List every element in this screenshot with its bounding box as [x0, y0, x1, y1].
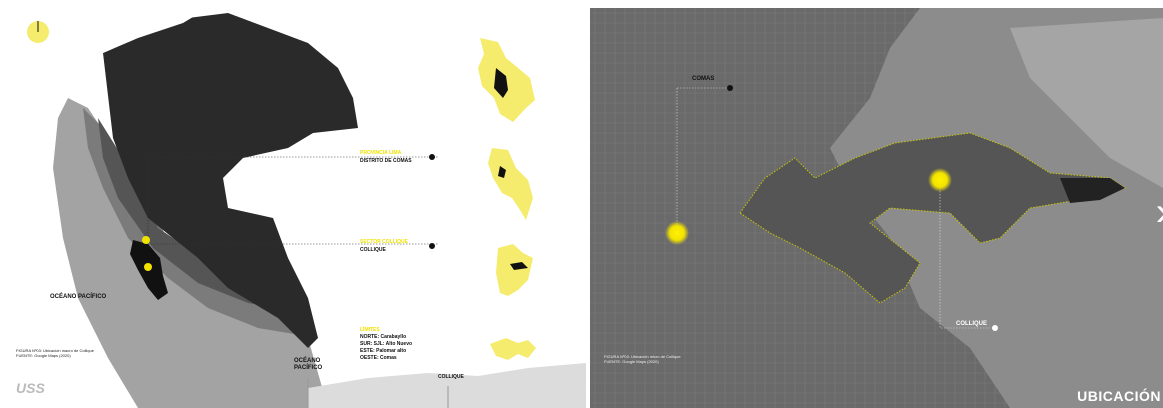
- limit-south: SUR: SJL: Alto Nuevo: [360, 341, 413, 347]
- limit-north: NORTE: Carabayllo: [360, 334, 407, 340]
- amazon-region: [103, 13, 358, 348]
- inset-comas-in-lima: [494, 68, 508, 98]
- comas-label: COMAS: [692, 76, 715, 82]
- satellite-image: [590, 8, 1163, 408]
- inset-comas-district: [488, 148, 533, 220]
- macro-caption: FIGURA Nº03: Ubicación macro de Collique…: [16, 348, 94, 358]
- university-logo: USS: [16, 380, 45, 396]
- macro-location-map: OCÉANO PACÍFICO PROVINCIA LIMA DISTRITO …: [8, 8, 586, 408]
- inset-collique-detail: [510, 262, 528, 270]
- district-pointer-dot: [429, 154, 435, 160]
- collique-zone: [739, 132, 1127, 304]
- chevron-left-icon[interactable]: ‹: [4, 190, 18, 234]
- micro-caption-line2: FUENTE: Google Maps (2020): [604, 359, 659, 364]
- inset-collique-shape: [490, 338, 536, 360]
- ocean-label-left: OCÉANO PACÍFICO: [50, 294, 107, 300]
- inset-collique-sector: [496, 244, 533, 296]
- location-marker-1: [142, 236, 150, 244]
- ocean-bottom-line2: PACÍFICO: [294, 365, 323, 371]
- city-area: [308, 363, 586, 408]
- collique-bottom-label: COLLIQUE: [438, 374, 464, 380]
- micro-caption-line1: FIGURA Nº03: Ubicación micro de Collique: [604, 354, 681, 359]
- collique-location-marker: [928, 168, 952, 192]
- micro-caption: FIGURA Nº03: Ubicación micro de Collique…: [604, 354, 681, 364]
- sector-name: COLLIQUE: [360, 247, 386, 253]
- chevron-right-icon[interactable]: ›: [1156, 192, 1163, 232]
- limit-east: ESTE: Palomar alto: [360, 348, 407, 354]
- limit-west: OESTE: Comas: [360, 355, 397, 361]
- sector-heading: SECTOR COLLIQUE: [360, 239, 408, 245]
- peru-map-graphic: [8, 8, 586, 408]
- district-name: DISTRITO DE COMAS: [360, 158, 412, 164]
- limits-heading: LÍMITES: [360, 327, 380, 333]
- macro-caption-line2: FUENTE: Google Maps (2020): [16, 353, 71, 358]
- inset-collique-in-comas: [498, 166, 506, 178]
- mountain-peaks: [1010, 18, 1163, 188]
- section-title: UBICACIÓN: [1077, 388, 1161, 404]
- comas-location-marker: [665, 221, 689, 245]
- location-marker-2: [144, 263, 152, 271]
- micro-location-map: COMAS COLLIQUE FIGURA Nº03: Ubicación mi…: [590, 8, 1163, 408]
- collique-pointer-dot: [992, 325, 998, 331]
- macro-caption-line1: FIGURA Nº03: Ubicación macro de Collique: [16, 348, 94, 353]
- collique-dark-zone: [1060, 178, 1125, 203]
- comas-pointer-dot: [727, 85, 733, 91]
- pie-chart-icon: [27, 21, 49, 43]
- collique-label: COLLIQUE: [956, 321, 987, 327]
- limits-block: LÍMITES NORTE: Carabayllo SUR: SJL: Alto…: [360, 327, 412, 362]
- neighbour-country: [73, 8, 208, 88]
- sector-pointer-dot: [429, 243, 435, 249]
- district-heading: PROVINCIA LIMA: [360, 150, 402, 156]
- ocean-bottom-line1: OCÉANO: [294, 358, 321, 364]
- ocean-label-bottom: OCÉANO PACÍFICO: [294, 358, 322, 372]
- ocean-area: [8, 38, 178, 408]
